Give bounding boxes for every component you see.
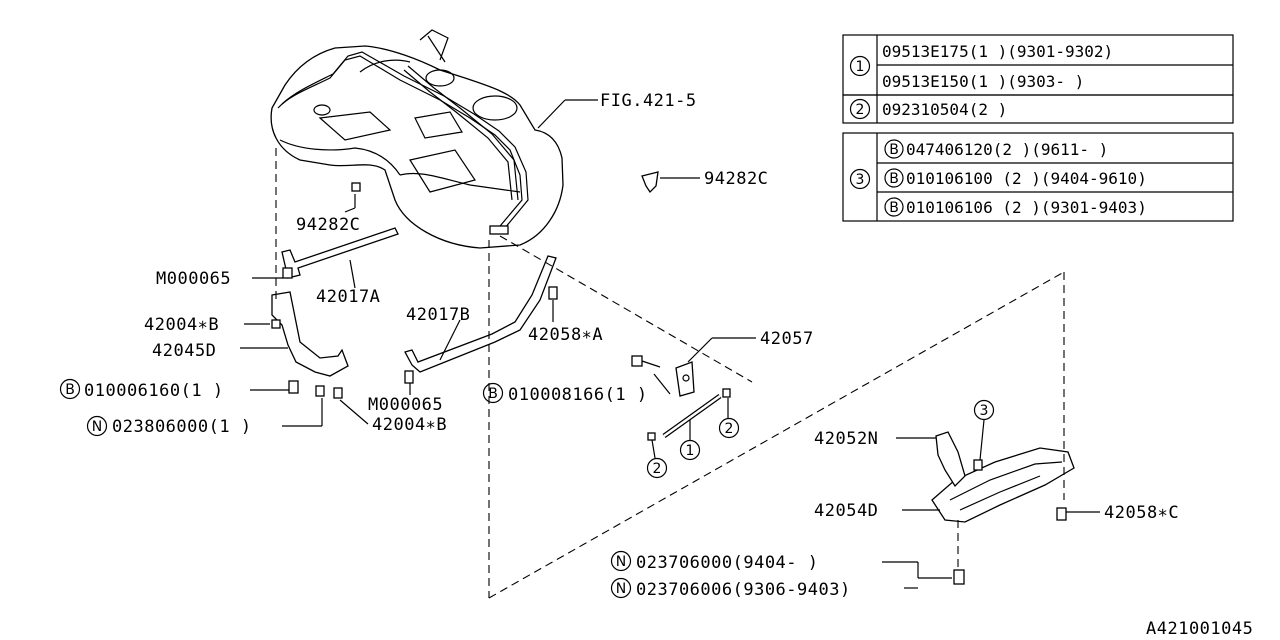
svg-text:B: B: [889, 171, 899, 187]
table-row: 09513E150(1 )(9303- ): [882, 72, 1084, 91]
svg-text:B: B: [488, 386, 498, 402]
fastener: [404, 370, 414, 384]
fastener: [288, 380, 299, 394]
svg-text:3: 3: [980, 403, 989, 419]
plate-42057: [675, 361, 695, 397]
bolt-010008166: [631, 355, 661, 368]
svg-text:1: 1: [686, 443, 695, 459]
callout-2: 2: [718, 417, 740, 439]
strap-42017b: [404, 255, 557, 373]
fastener: [647, 432, 656, 441]
label-42004b: 42004∗B: [372, 415, 447, 435]
bracket-42045d: [271, 291, 349, 377]
strap-42017a: [281, 227, 399, 279]
svg-text:B: B: [889, 200, 899, 216]
table-bolt-marker: B: [884, 139, 904, 159]
label-42058a: 42058∗A: [528, 325, 603, 345]
fastener: [315, 385, 325, 397]
svg-text:B: B: [889, 142, 899, 158]
nut-n-marker: N: [86, 415, 108, 437]
fastener: [1056, 507, 1067, 521]
table-row: 092310504(2 ): [882, 100, 1007, 119]
label-42045d: 42045D: [152, 341, 216, 361]
table-row: 010106100 (2 )(9404-9610): [906, 169, 1147, 188]
label-42017b: 42017B: [406, 305, 470, 325]
bracket-42052n: [935, 431, 966, 488]
parts-table: 1 09513E175(1 )(9301-9302) 09513E150(1 )…: [842, 34, 1234, 222]
svg-text:1: 1: [856, 59, 865, 75]
table-bolt-marker: B: [884, 197, 904, 217]
label-m000065: M000065: [368, 395, 443, 415]
callout-2: 2: [646, 457, 668, 479]
table-row: 09513E175(1 )(9301-9302): [882, 42, 1113, 61]
table-marker-1: 1: [849, 55, 871, 77]
fastener: [333, 387, 343, 399]
label-m000065: M000065: [156, 269, 231, 289]
table-marker-3: 3: [849, 168, 871, 190]
label-42004b: 42004∗B: [144, 315, 219, 335]
svg-text:3: 3: [856, 172, 865, 188]
label-010006160: 010006160(1 ): [84, 381, 224, 401]
fastener: [973, 459, 983, 471]
bolt-b-marker: B: [59, 378, 81, 400]
table-row: 047406120(2 )(9611- ): [906, 140, 1108, 159]
fastener: [271, 319, 281, 329]
svg-text:B: B: [65, 382, 75, 398]
label-94282c: 94282C: [296, 215, 360, 235]
label-42052n: 42052N: [814, 429, 878, 449]
svg-text:N: N: [92, 419, 102, 435]
label-023706006: 023706006(9306-9403): [636, 580, 851, 600]
table-marker-2: 2: [849, 98, 871, 120]
label-42057: 42057: [760, 329, 814, 349]
label-94282c: 94282C: [704, 169, 768, 189]
label-42054d: 42054D: [814, 501, 878, 521]
bolt-b-marker: B: [482, 382, 504, 404]
label-010008166: 010008166(1 ): [508, 385, 648, 405]
leader-lines: [240, 99, 1100, 589]
nut-n-marker: N: [610, 577, 632, 599]
label-023706000: 023706000(9404- ): [636, 553, 819, 573]
svg-text:2: 2: [653, 461, 662, 477]
fastener: [548, 286, 558, 300]
label-023806000: 023806000(1 ): [112, 417, 252, 437]
clip-94282c: [641, 171, 659, 194]
callout-1: 1: [679, 439, 701, 461]
label-fig-ref: FIG.421-5: [600, 91, 697, 111]
label-42058c: 42058∗C: [1104, 503, 1179, 523]
fastener: [953, 569, 965, 585]
svg-text:2: 2: [856, 102, 865, 118]
table-bolt-marker: B: [884, 168, 904, 188]
svg-text:N: N: [616, 581, 626, 597]
svg-text:2: 2: [725, 421, 734, 437]
svg-text:N: N: [616, 554, 626, 570]
callout-3: 3: [973, 399, 995, 421]
diagram-id: A421001045: [1146, 619, 1253, 639]
fuel-tank: [270, 29, 564, 249]
label-42017a: 42017A: [316, 287, 380, 307]
nut-n-marker: N: [610, 550, 632, 572]
fastener: [722, 388, 731, 398]
assembly-guides: [275, 148, 1065, 599]
table-row: 010106106 (2 )(9301-9403): [906, 198, 1147, 217]
fastener: [282, 267, 293, 279]
